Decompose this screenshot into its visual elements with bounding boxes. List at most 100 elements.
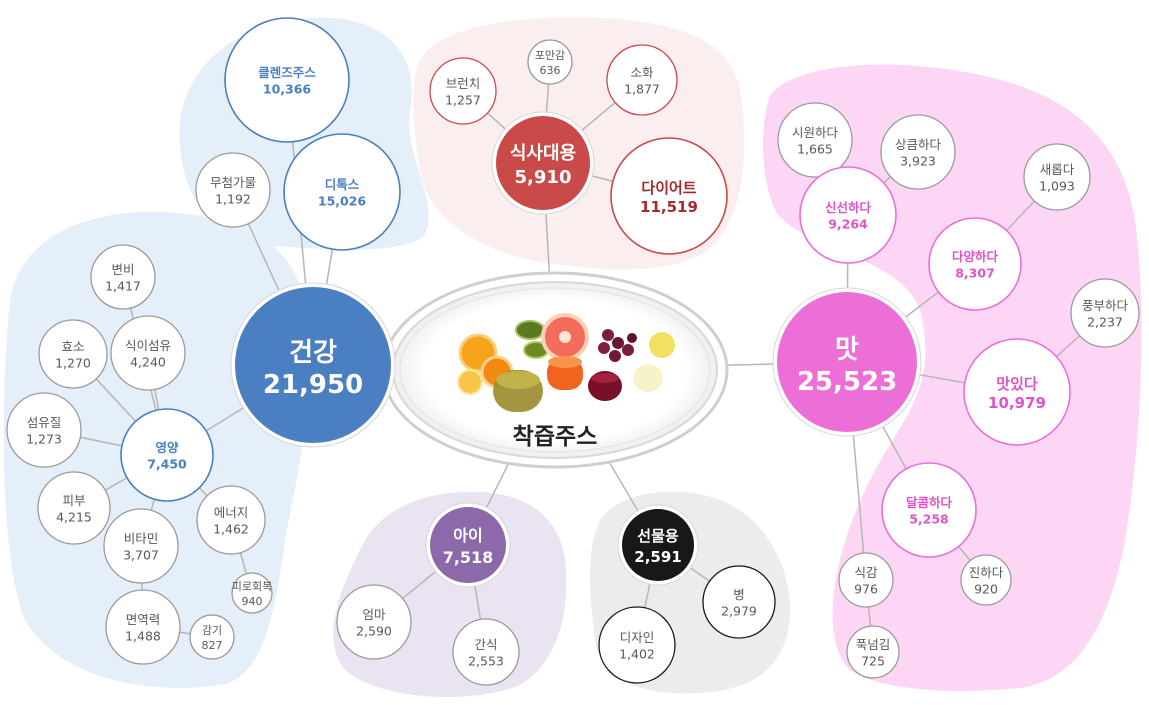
category-value-health: 21,950: [263, 370, 363, 400]
node-refresh: 상큼하다 3,923: [880, 114, 956, 190]
node-value-refresh: 3,923: [900, 154, 936, 169]
node-value-energy: 1,462: [213, 522, 249, 537]
node-circle-mom: [336, 584, 412, 660]
node-label-fatigue: 피로회복: [232, 580, 272, 593]
node-circle-detox: [283, 133, 401, 251]
node-label-design: 디자인: [620, 630, 655, 645]
node-fresh: 신선하다 9,264: [799, 166, 897, 264]
node-fiber: 섬유질 1,273: [6, 392, 82, 468]
node-label-dietfiber: 식이섬유: [125, 338, 171, 353]
node-value-tasty: 10,979: [988, 394, 1046, 412]
node-circle-fresh: [799, 166, 897, 264]
node-circle-enzyme: [38, 319, 108, 389]
node-label-texture: 식감: [854, 565, 878, 580]
category-kids: 아이 7,518: [425, 502, 511, 588]
node-label-ample: 푹넘김: [856, 637, 891, 652]
node-value-immunity: 1,488: [125, 629, 161, 644]
node-label-enzyme: 효소: [61, 339, 84, 354]
node-value-texture: 976: [854, 582, 878, 597]
node-value-thick: 920: [974, 582, 998, 597]
fruit-illustration: [457, 313, 675, 412]
node-label-noadd: 무첨가물: [210, 175, 256, 190]
node-label-rich: 풍부하다: [1082, 298, 1129, 313]
category-taste: 맛25,523: [772, 287, 922, 437]
node-label-skin: 피부: [62, 493, 85, 508]
node-circle-nutrition: [120, 408, 214, 502]
node-circle-diet: [610, 137, 728, 255]
category-label-kids: 아이: [453, 526, 482, 545]
node-circle-fullness: [527, 39, 573, 85]
node-value-new: 1,093: [1039, 179, 1075, 194]
node-label-snack: 간식: [474, 637, 497, 652]
node-label-constipation: 변비: [111, 262, 134, 277]
node-value-enzyme: 1,270: [55, 356, 91, 371]
node-value-brunch: 1,257: [445, 93, 481, 108]
node-value-fiber: 1,273: [26, 432, 62, 447]
node-label-digestion: 소화: [630, 65, 654, 80]
node-nutrition: 영양7,450: [120, 408, 214, 502]
node-label-cleanse: 클렌즈주스: [258, 65, 316, 80]
node-texture: 식감 976: [838, 552, 894, 608]
node-label-sweet: 달콤하다: [906, 495, 953, 510]
node-brunch: 브런치 1,257: [429, 57, 497, 125]
node-cleanse: 클렌즈주스 10,366: [224, 17, 350, 143]
node-label-refresh: 상큼하다: [895, 137, 942, 152]
node-skin: 피부 4,215: [37, 471, 111, 545]
node-circle-various: [928, 217, 1022, 311]
node-value-rich: 2,237: [1087, 315, 1123, 330]
node-label-cold: 감기: [202, 624, 222, 637]
node-circle-cleanse: [224, 17, 350, 143]
node-circle-cool: [777, 102, 853, 178]
node-value-digestion: 1,877: [624, 82, 660, 97]
node-circle-skin: [37, 471, 111, 545]
node-circle-bottle: [702, 565, 776, 639]
node-label-vitamin: 비타민: [124, 531, 159, 546]
node-value-vitamin: 3,707: [123, 548, 159, 563]
node-constipation: 변비 1,417: [90, 244, 156, 310]
node-value-cleanse: 10,366: [263, 82, 312, 97]
category-value-taste: 25,523: [797, 367, 897, 397]
node-circle-vitamin: [103, 508, 179, 584]
center-node: 착즙주스: [381, 271, 729, 469]
node-label-brunch: 브런치: [446, 76, 481, 91]
category-label-taste: 맛: [835, 335, 859, 365]
node-circle-digestion: [606, 44, 678, 116]
node-value-fullness: 636: [540, 64, 561, 77]
node-value-skin: 4,215: [56, 510, 92, 525]
node-circle-fiber: [6, 392, 82, 468]
node-value-cool: 1,665: [797, 142, 833, 157]
node-label-immunity: 면역력: [126, 612, 161, 627]
node-value-detox: 15,026: [318, 194, 367, 209]
node-label-fresh: 신선하다: [825, 200, 872, 215]
node-label-fiber: 섬유질: [27, 415, 62, 430]
node-circle-design: [598, 606, 676, 684]
category-circle-health: [235, 287, 391, 443]
node-label-mom: 엄마: [362, 607, 386, 622]
node-bottle: 병2,979: [702, 565, 776, 639]
category-value-kids: 7,518: [443, 548, 494, 567]
node-circle-immunity: [105, 589, 181, 665]
node-value-constipation: 1,417: [105, 279, 141, 294]
node-label-diet: 다이어트: [641, 179, 696, 197]
node-snack: 간식2,553: [452, 618, 520, 686]
node-circle-thick: [960, 554, 1012, 606]
node-vitamin: 비타민 3,707: [103, 508, 179, 584]
node-value-fresh: 9,264: [828, 217, 868, 232]
node-rich: 풍부하다 2,237: [1070, 278, 1140, 348]
node-value-noadd: 1,192: [215, 192, 251, 207]
node-label-various: 다양하다: [952, 249, 999, 264]
node-label-tasty: 맛있다: [996, 375, 1038, 393]
